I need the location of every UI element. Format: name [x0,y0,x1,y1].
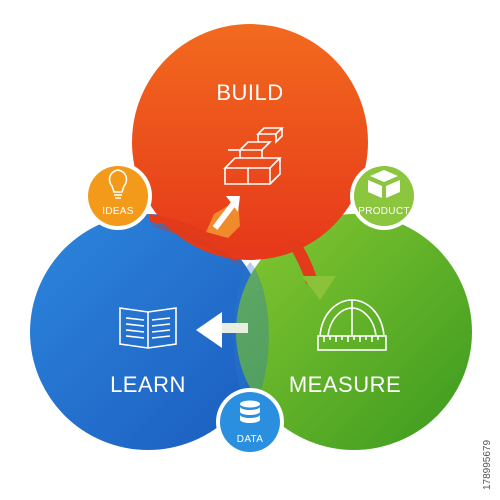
lightbulb-icon [108,169,128,199]
protractor-ruler-icon [317,299,387,351]
ideas-badge: IDEAS [84,162,152,230]
data-label: DATA [237,434,263,445]
measure-label: MEASURE [289,372,401,397]
arrow-build-to-measure [286,236,336,300]
watermark-id: 178995679 [482,439,493,490]
database-icon [240,400,260,423]
ideas-label: IDEAS [102,206,134,217]
package-icon [368,170,400,198]
arrow-measure-to-learn [196,312,248,348]
product-badge: PRODUCT [350,162,418,230]
bricks-icon [223,127,284,185]
measure-circle [236,214,472,450]
product-label: PRODUCT [358,206,410,217]
data-badge: DATA [216,388,284,456]
overlap-learn-measure [233,262,269,412]
build-label: BUILD [216,80,283,105]
arrow-ideas-to-build [150,196,240,246]
open-book-icon [119,307,177,349]
learn-label: LEARN [110,372,186,397]
